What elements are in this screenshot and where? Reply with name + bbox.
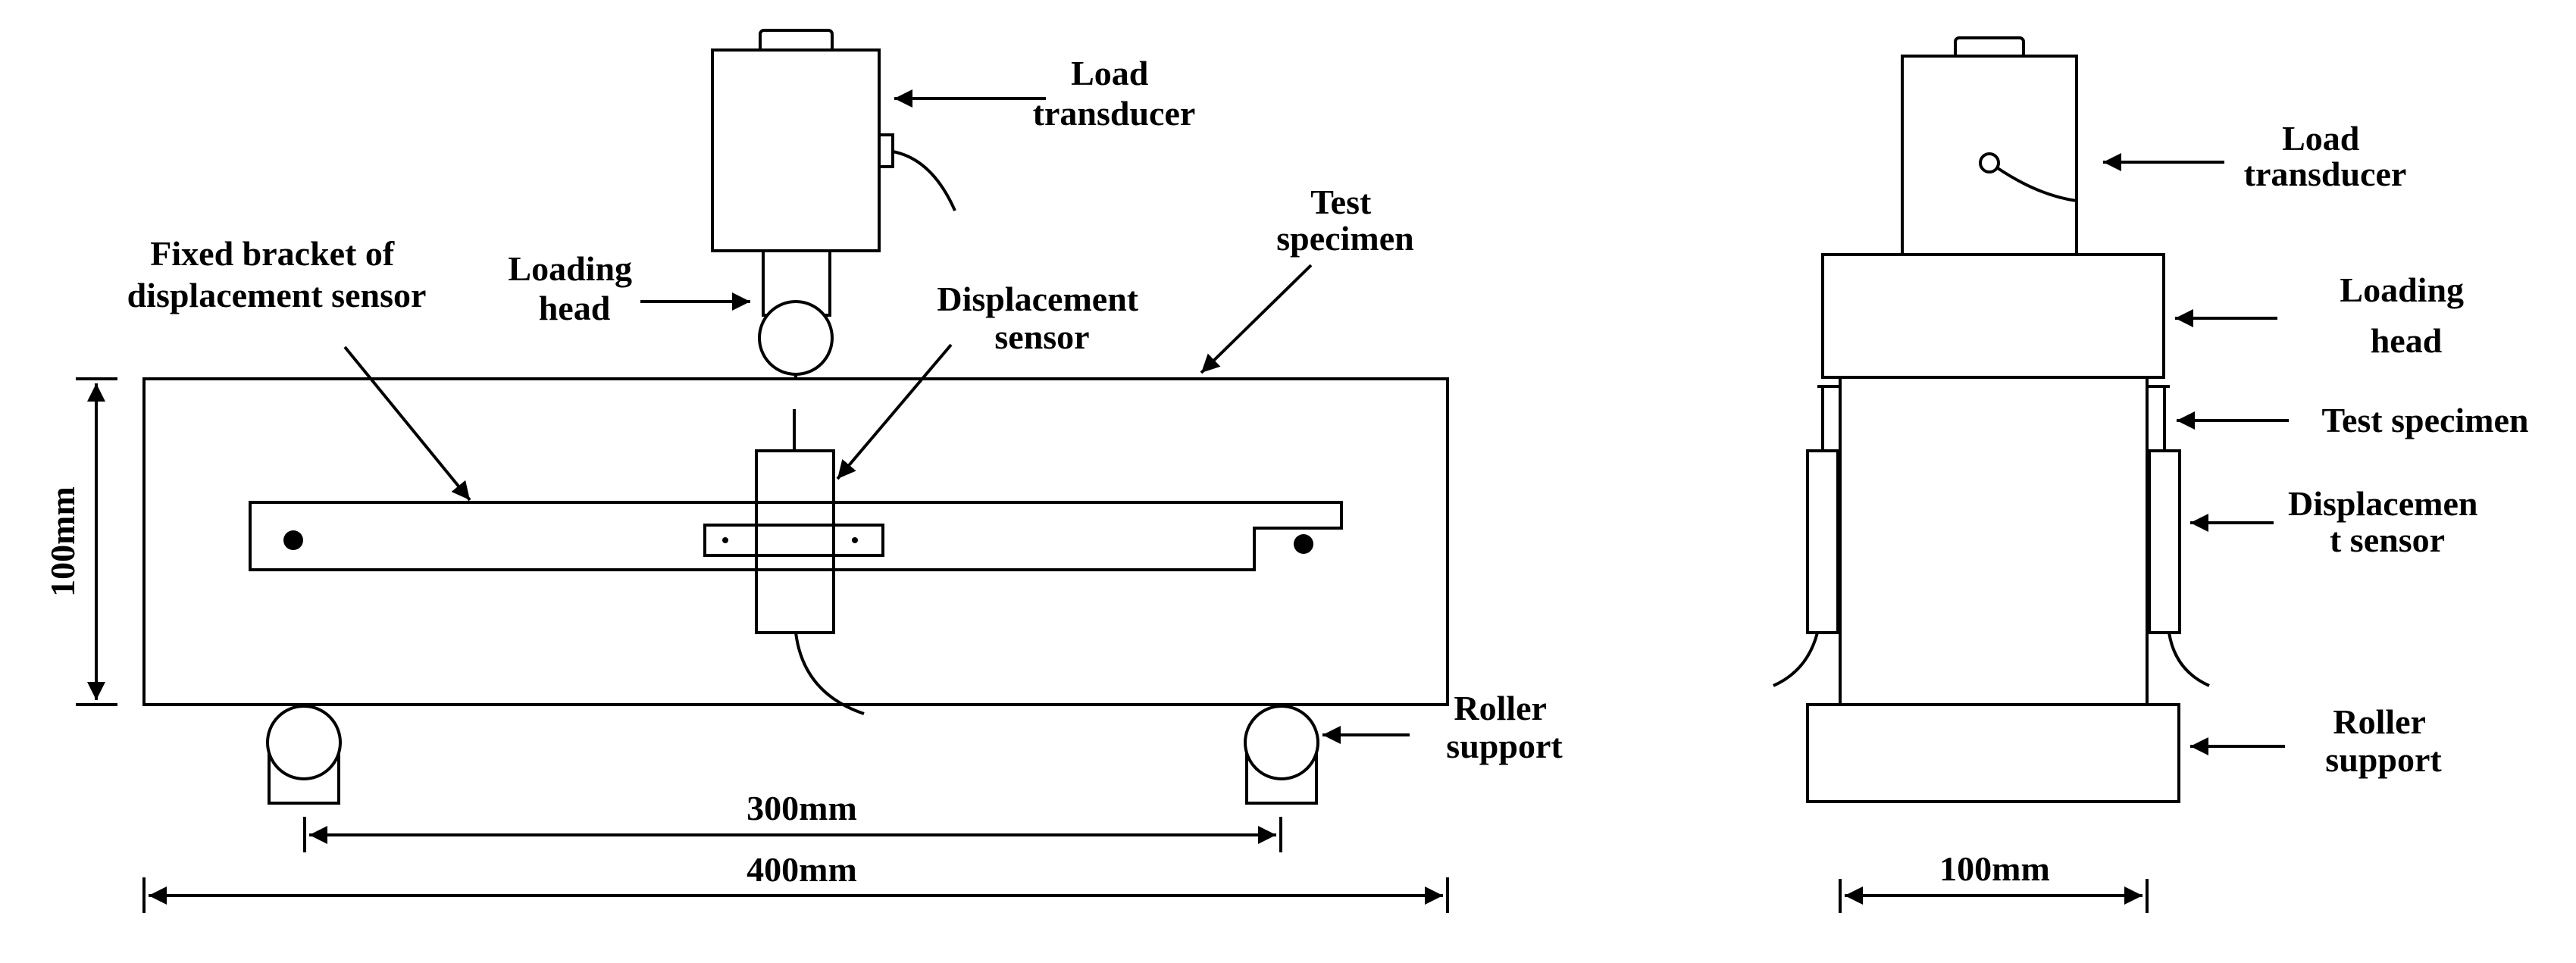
load-transducer — [711, 29, 956, 252]
roller-support-left — [266, 705, 342, 805]
label-load-transducer: Load transducer — [1033, 54, 1196, 133]
side-label-load-transducer: Load transducer — [2244, 119, 2407, 193]
height-dimension — [76, 377, 117, 706]
label-roller-support: Roller support — [1446, 689, 1563, 765]
side-displacement-sensor-left — [1773, 449, 1839, 687]
label-length-400mm: 400mm — [747, 850, 857, 889]
label-fixed-bracket: Fixed bracket of displacement sensor — [127, 234, 427, 314]
side-label-width-100mm: 100mm — [1939, 849, 2050, 888]
front-view: Load transducer Loading head Test specim… — [43, 29, 1563, 913]
side-label-test-specimen: Test specimen — [2321, 401, 2528, 439]
fixed-bracket — [249, 501, 1343, 571]
loading-head — [758, 249, 834, 413]
label-displacement-sensor: Displacement sensor — [937, 280, 1147, 356]
side-test-specimen — [1817, 376, 2170, 706]
side-view: Load transducer Loading head Test specim… — [1773, 36, 2529, 913]
label-test-specimen: Test specimen — [1276, 183, 1413, 258]
side-load-transducer — [1901, 36, 2078, 256]
side-width-dimension — [1839, 879, 2149, 913]
label-height-100mm: 100mm — [43, 486, 82, 597]
side-label-loading-head: Loading head — [2340, 270, 2472, 360]
side-label-roller-support: Roller support — [2325, 702, 2442, 779]
displacement-sensor — [755, 409, 865, 715]
span-dimension — [303, 817, 1282, 852]
roller-support-right — [1244, 705, 1319, 805]
label-loading-head: Loading head — [508, 249, 640, 327]
side-loading-head — [1821, 253, 2165, 379]
length-dimension — [142, 877, 1449, 913]
side-label-displacement-sensor: Displacemen t sensor — [2288, 484, 2487, 559]
side-displacement-sensor-right — [2148, 449, 2210, 687]
label-span-300mm: 300mm — [747, 789, 857, 827]
side-roller-support — [1806, 703, 2180, 803]
